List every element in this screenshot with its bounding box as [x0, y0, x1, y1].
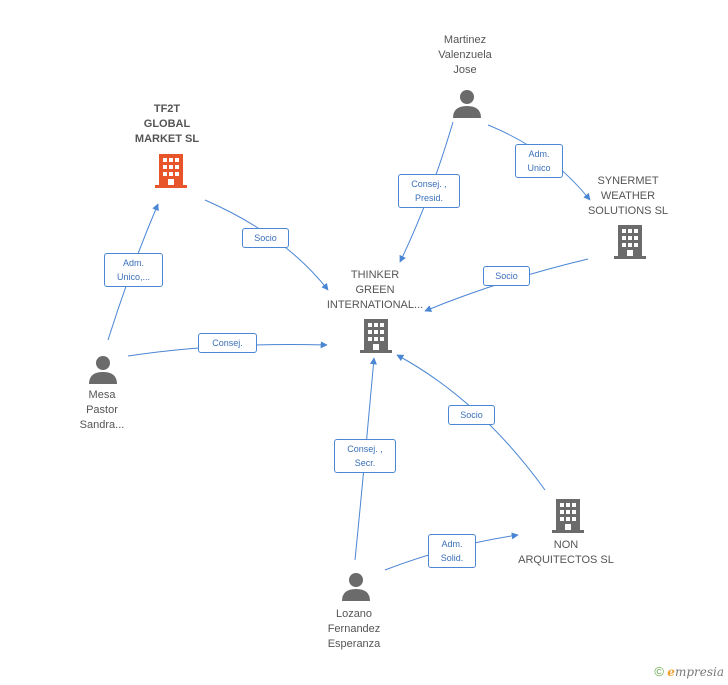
- edge-label-socio[interactable]: Socio: [448, 405, 495, 425]
- node-label-non[interactable]: NON ARQUITECTOS SL: [518, 539, 614, 566]
- person-icon[interactable]: [88, 354, 118, 384]
- node-label-thinker[interactable]: THINKER GREEN INTERNATIONAL...: [326, 269, 424, 311]
- building-icon[interactable]: [552, 498, 584, 534]
- person-icon[interactable]: [452, 88, 482, 118]
- node-label-tf2t[interactable]: TF2T GLOBAL MARKET SL: [134, 103, 200, 145]
- edge-label-socio[interactable]: Socio: [483, 266, 530, 286]
- node-label-martinez[interactable]: Martinez Valenzuela Jose: [438, 34, 492, 76]
- node-label-lozano[interactable]: Lozano Fernandez Esperanza: [327, 608, 381, 650]
- edge-label-socio[interactable]: Socio: [242, 228, 289, 248]
- building-icon[interactable]: [155, 153, 187, 189]
- edge-label-consej[interactable]: Consej.: [198, 333, 257, 353]
- edge-label-consej-secr[interactable]: Consej. , Secr.: [334, 439, 396, 473]
- person-icon[interactable]: [341, 571, 371, 601]
- edge-label-adm-unico[interactable]: Adm. Unico: [515, 144, 563, 178]
- building-icon[interactable]: [614, 224, 646, 260]
- brand-logo: empresia: [667, 665, 724, 679]
- edge-label-adm-solid[interactable]: Adm. Solid.: [428, 534, 476, 568]
- edge-label-adm-unico[interactable]: Adm. Unico,...: [104, 253, 163, 287]
- footer-brand: © empresia: [654, 664, 724, 679]
- edge-label-consej-presid[interactable]: Consej. , Presid.: [398, 174, 460, 208]
- node-label-mesa[interactable]: Mesa Pastor Sandra...: [79, 389, 125, 431]
- node-label-synermet[interactable]: SYNERMET WEATHER SOLUTIONS SL: [587, 175, 669, 217]
- building-icon[interactable]: [360, 318, 392, 354]
- copyright-symbol: ©: [654, 664, 664, 679]
